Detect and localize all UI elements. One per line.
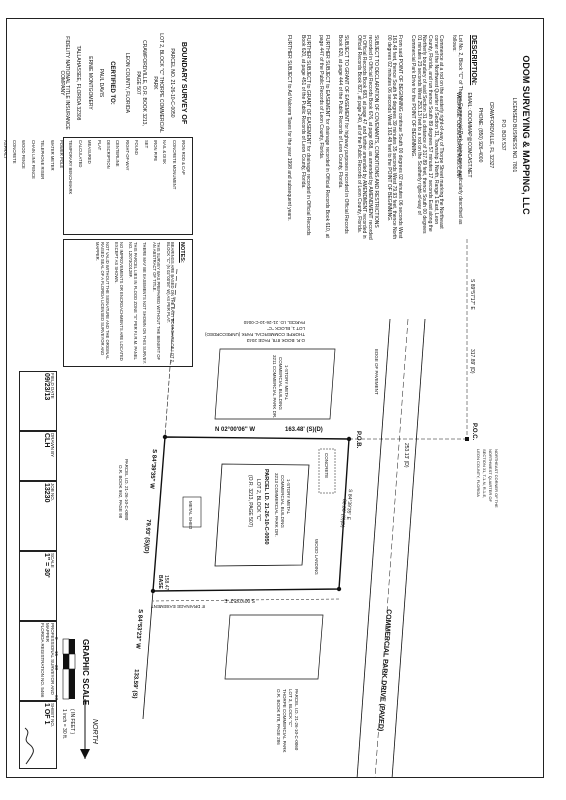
ref-bearing-label: S 89°57'17" E (469, 279, 475, 311)
scale-tick: 30 (54, 665, 59, 671)
scale-tick: 60 (54, 695, 59, 701)
top-bearing-label: S 84°39'35" E (345, 489, 353, 521)
parcel-label: (O.R. 3213, PAGE 507) (247, 475, 253, 527)
east-building (224, 614, 324, 680)
poc-note-line: NORTHWEST QUARTER OF (488, 449, 493, 502)
drainage-easement-line (152, 598, 340, 602)
main-building (214, 463, 310, 567)
parcel-label: PARCEL I.D. 21-26-10-C-0050 (263, 469, 269, 545)
north-arrow (80, 699, 90, 759)
east-parcel-label: LOT 3, BLOCK "C" (288, 689, 293, 727)
corner-monument (162, 434, 168, 440)
legend-item: ASPHALT (2, 140, 8, 159)
west-building-label: 3211 COMMERCIAL PARK DR. (272, 355, 277, 418)
poc-label: P.O.C. (471, 423, 477, 441)
metal-shed (182, 496, 202, 528)
south-bearing-2-label: S 84°53'23" W (134, 609, 143, 649)
ref-distance-2: 253.13' (D) (403, 443, 409, 468)
edge-pavement-label: EDGE OF PAVEMENT (374, 349, 379, 395)
west-building-label: COMMERCIAL BUILDING (278, 357, 283, 410)
survey-sheet: ODOM SURVEYING & MAPPING, LLC LICENSED B… (3, 18, 545, 778)
west-parcel-label: O.R. BOOK 878, PAGE 2043 (246, 338, 305, 343)
rotated-drawing-frame: ODOM SURVEYING & MAPPING, LLC LICENSED B… (3, 19, 545, 777)
wood-landing-label: WOOD LANDING (314, 539, 319, 575)
pob-label: P.O.B. (355, 431, 361, 449)
west-parcel-label: LOT 1, BLOCK "C" (267, 326, 305, 331)
corner-monument (346, 436, 352, 442)
shed-label: METAL SHED (188, 501, 193, 530)
building-label: 3213 COMMERCIAL PARK DR. (274, 473, 279, 537)
poc-monument (465, 437, 469, 441)
road-edge-south (356, 318, 391, 777)
survey-plan-drawing: COMMERCIAL PARK DRIVE (PAVED) 80.06' (S)… (54, 239, 499, 777)
south-line-extension (142, 590, 154, 720)
poc-note-line: LEON COUNTY, FLORIDA (476, 449, 481, 497)
graphic-scale-title: GRAPHIC SCALE (81, 639, 90, 706)
poc-note-line: NORTHEAST CORNER OF THE (494, 449, 499, 508)
south-distance-label: 79.93' (S)(D) (143, 519, 151, 554)
scale-units: ( IN FEET ) (69, 709, 75, 735)
south-distance-2-label: 133.59' (S) (131, 669, 139, 699)
road-centerline (374, 318, 409, 777)
surveyor-signature (24, 727, 34, 765)
scale-ratio: 1 inch = 30 ft. (61, 709, 67, 739)
corner-monument (150, 588, 156, 594)
building-label: COMMERCIAL BUILDING (280, 475, 285, 528)
south-parcel-label: O.R. BOOK 992, PAGE 98 (118, 465, 123, 519)
poc-note-line: SECTION 31, T-1-N, R-1-E, (482, 449, 487, 498)
west-distance-label: 163.48' (S)(D) (285, 427, 323, 433)
east-parcel-label: PARCEL I.D. 21-26-10-C-0060 (294, 689, 299, 751)
parcel-label: LOT 2, BLOCK "C" (255, 479, 261, 521)
sheet-number-cell: SHEET NO. 1 OF 1 (19, 701, 57, 769)
road-edge-north (391, 318, 426, 777)
west-building (214, 348, 336, 420)
north-label: NORTH (91, 719, 98, 745)
concrete-label: CONCRETE (324, 453, 329, 478)
west-parcel-label: PARCEL I.D. 21-26-10-C-0040 (243, 320, 305, 325)
south-bearing-label: S 84°39'35" W (148, 449, 157, 489)
base-label: BASE (157, 575, 163, 590)
base-distance-label: 158.47' (163, 575, 169, 591)
west-parcel-label: THORPE COMMERCIAL PARK (UNRECORDED) (204, 332, 305, 337)
corner-monument (336, 586, 342, 592)
drainage-easement-label: 8' DRAINAGE EASEMENT (151, 604, 205, 609)
graphic-scale-bar (62, 638, 76, 700)
road-name-label: COMMERCIAL PARK DRIVE (PAVED) (376, 609, 392, 732)
east-parcel-label: O.R. BOOK 878, PAGE 286 (276, 689, 281, 745)
scale-tick: 15 (54, 651, 59, 657)
west-building-label: 1-STORY METAL (284, 365, 289, 401)
south-parcel-label: PARCEL I.D. 21-26-10-C-0080 (124, 459, 129, 521)
east-bearing-label: S 00°03'52" E (223, 597, 255, 603)
west-bearing-label: N 02°00'06" W (215, 427, 255, 433)
scale-tick: 0 (54, 637, 59, 640)
south-line-west (164, 268, 178, 438)
east-parcel-label: THORPE COMMERCIAL PARK (282, 689, 287, 753)
concrete-pad (318, 448, 336, 494)
ref-distance-1: 317.89' (D) (469, 349, 475, 374)
building-label: 1-STORY METAL (286, 479, 291, 515)
road-row-distance: 80.06' (S)(D) (339, 499, 347, 528)
